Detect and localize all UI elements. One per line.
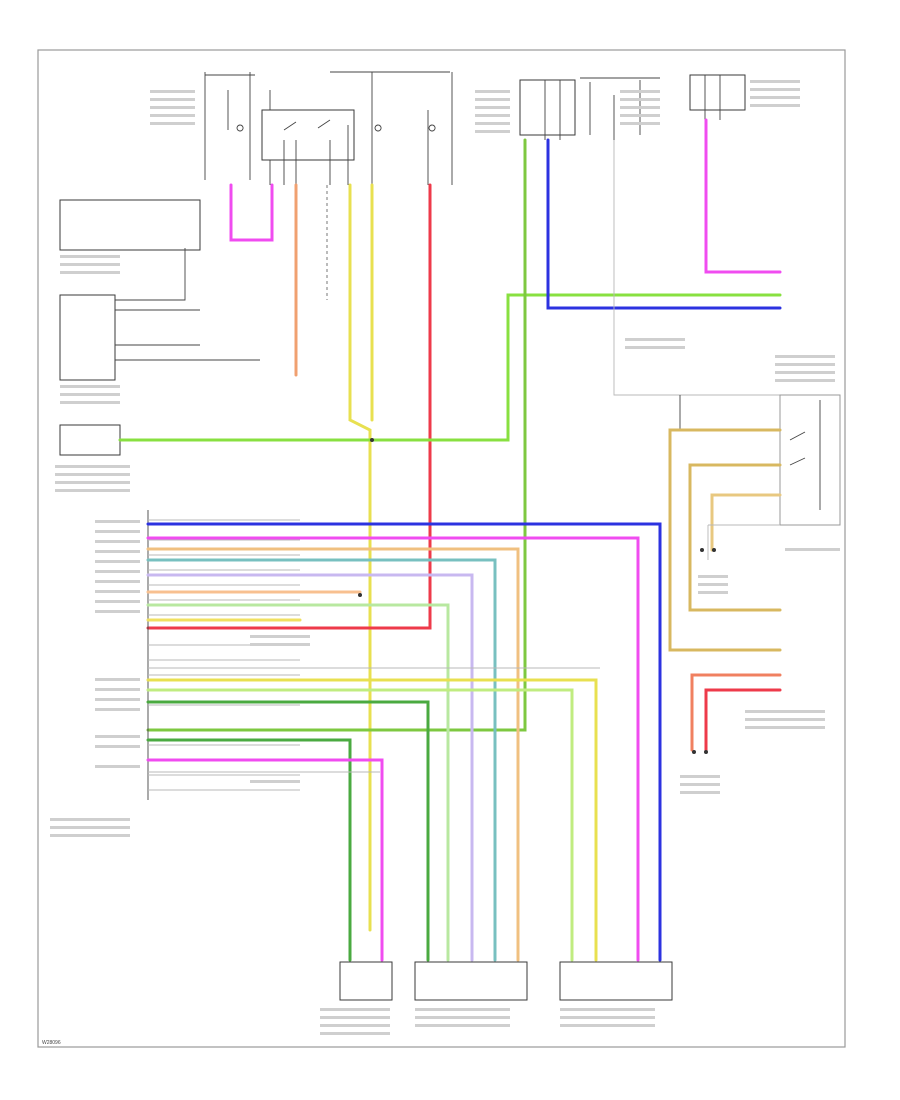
wire-pink-right xyxy=(704,118,782,274)
wire-tan-right-2 xyxy=(688,463,782,612)
connector-box-right xyxy=(559,961,673,1001)
left-components xyxy=(59,199,260,456)
diagram-frame xyxy=(37,49,846,1048)
right-components xyxy=(613,140,841,526)
connector-box-left xyxy=(339,961,393,1001)
wire-dgreen-low xyxy=(146,700,430,962)
wire-tan-right-3 xyxy=(710,493,782,552)
connector-dots xyxy=(358,438,716,754)
diagram-code: W28096 xyxy=(42,1040,61,1046)
top-fuse-area xyxy=(204,71,746,185)
illegible-labels xyxy=(50,80,840,1035)
wire-orange-right xyxy=(690,673,782,752)
wire-lav-module xyxy=(146,573,474,962)
wire-tan-module xyxy=(146,547,520,962)
wire-blue-top xyxy=(546,138,782,310)
wire-teal-module xyxy=(146,558,497,962)
wire-pink-top xyxy=(229,183,274,242)
wire-lgreen-module xyxy=(146,603,450,962)
wire-tan-right-1 xyxy=(668,428,782,652)
wire-yellow-low xyxy=(146,678,598,962)
wire-red-right xyxy=(704,688,782,752)
wire-yellow-main xyxy=(348,183,372,932)
main-module xyxy=(147,510,300,800)
wire-dgreen-left xyxy=(146,738,352,962)
connector-box-center xyxy=(414,961,528,1001)
wire-blue-module xyxy=(146,522,662,962)
wire-lgreen-low xyxy=(146,688,574,962)
wire-green-vertical xyxy=(146,138,527,732)
wire-green-bus xyxy=(118,293,782,442)
wire-pink-module xyxy=(146,536,640,962)
wire-pink-left xyxy=(146,758,384,962)
wire-red-main xyxy=(146,183,432,630)
